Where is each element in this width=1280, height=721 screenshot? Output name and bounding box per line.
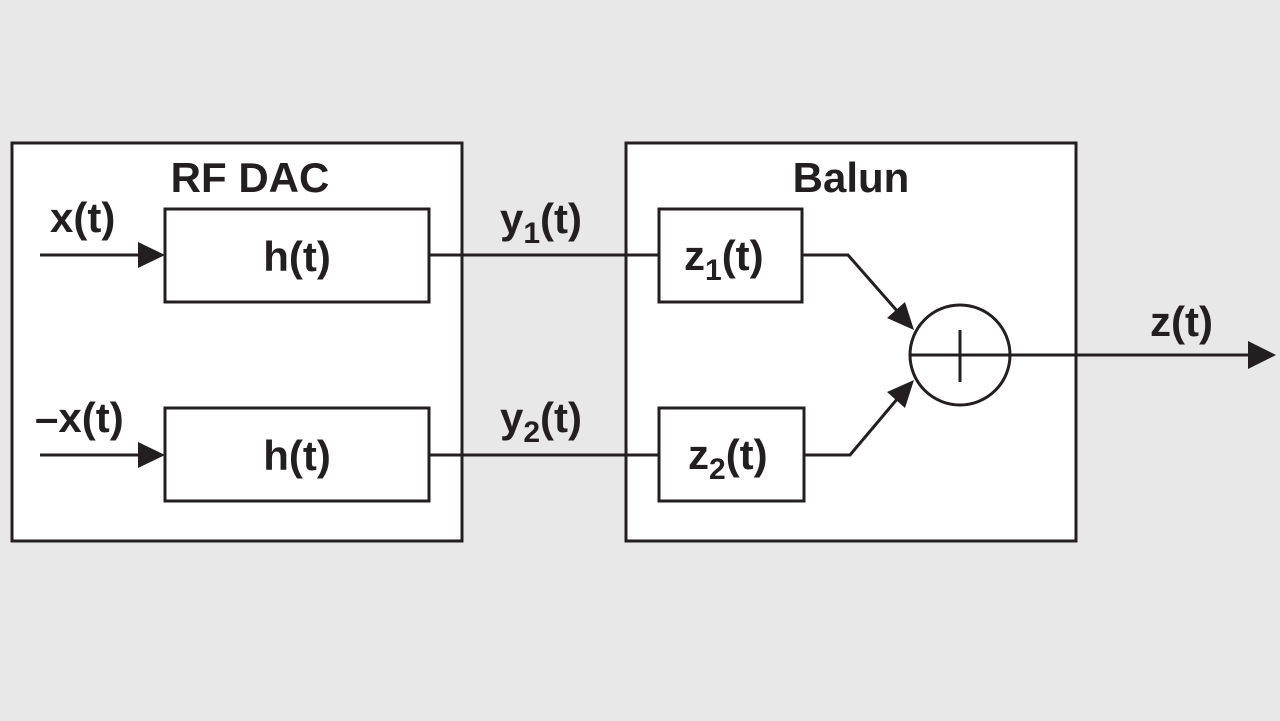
z2-subscript: 2 [709, 453, 726, 486]
z1-subscript: 1 [705, 254, 722, 287]
balun-title: Balun [793, 154, 910, 201]
input-top-arrowhead [138, 242, 165, 268]
z2-tail: (t) [726, 431, 768, 478]
input-top-label: x(t) [50, 194, 115, 241]
z2-to-summer-arrowhead [887, 380, 914, 408]
output-arrowhead [1248, 341, 1276, 369]
y1-label: y1(t) [500, 195, 582, 250]
y2-subscript: 2 [523, 416, 540, 449]
y1-subscript: 1 [523, 217, 540, 250]
y2-tail: (t) [540, 394, 582, 441]
z1-to-summer-arrowhead [887, 302, 914, 330]
z1-to-summer-wire [802, 253, 900, 313]
y2-base: y [500, 394, 524, 441]
filter-top-block [163, 207, 431, 304]
z1-base: z [684, 232, 705, 279]
output-label: z(t) [1150, 298, 1213, 345]
z1-tail: (t) [722, 232, 764, 279]
z2-base: z [688, 431, 709, 478]
input-bottom-label: –x(t) [35, 394, 124, 441]
z2-label: z2(t) [688, 431, 768, 486]
y2-label: y2(t) [500, 394, 582, 449]
y1-base: y [500, 195, 524, 242]
filter-bottom-block [163, 406, 431, 503]
input-bottom-arrowhead [138, 442, 165, 468]
rf-dac-title: RF DAC [171, 154, 330, 201]
z1-label: z1(t) [684, 232, 764, 287]
filter-top-label: h(t) [263, 233, 331, 280]
filter-bottom-label: h(t) [263, 432, 331, 479]
z2-block [657, 406, 806, 503]
z2-to-summer-wire [804, 397, 900, 457]
y1-tail: (t) [540, 195, 582, 242]
z1-block [657, 207, 804, 304]
